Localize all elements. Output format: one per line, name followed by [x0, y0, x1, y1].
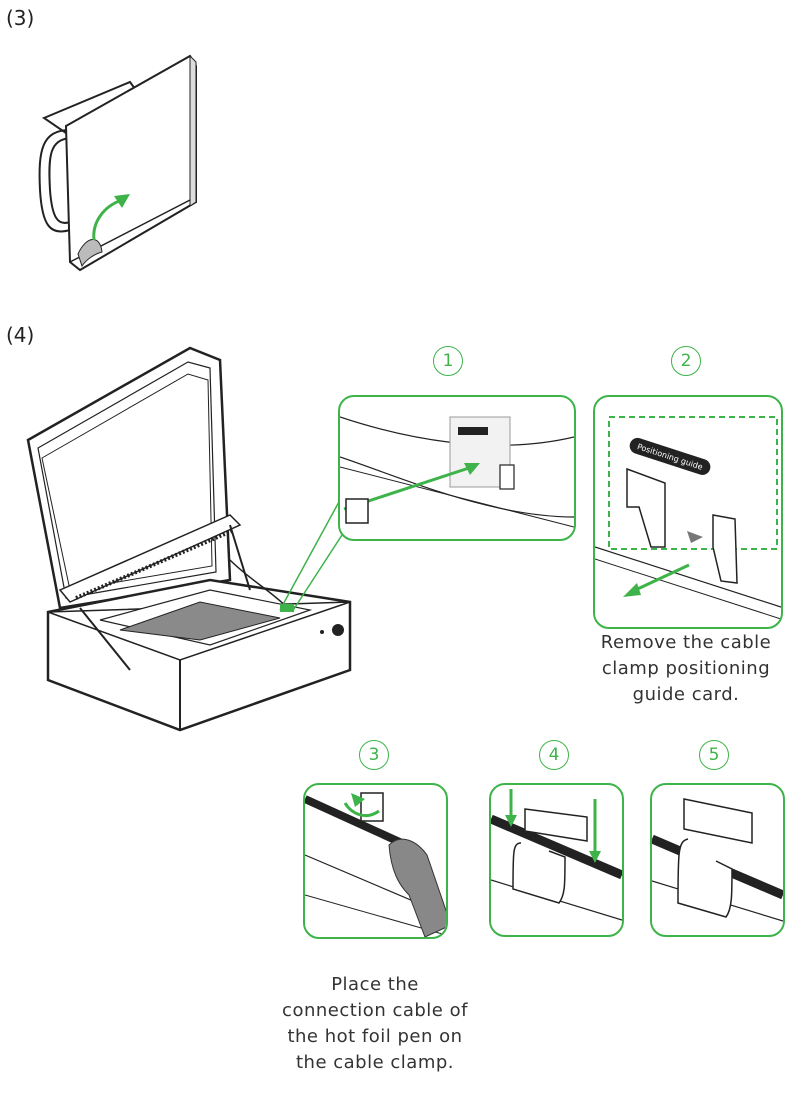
callout-lines: [279, 499, 343, 613]
hand-placing-cable-diagram: [305, 792, 446, 937]
clamp-snap-diagram: [491, 789, 622, 921]
positioning-guide-diagram: Positioning guide: [595, 416, 781, 620]
substep-3-number: 3: [359, 740, 389, 770]
folded-card-illustration: [38, 54, 197, 272]
substep-1-panel: [338, 395, 576, 541]
substep-2-panel: Positioning guide: [593, 395, 783, 629]
substep-2-caption: Remove the cable clamp positioning guide…: [600, 632, 772, 705]
step-3-label: (3): [6, 6, 35, 30]
substep-4-panel: [489, 783, 624, 937]
substep-5-number: 5: [699, 740, 729, 770]
substep-1-number: 1: [433, 346, 463, 376]
cable-clamp-diagram-1: [340, 416, 574, 528]
laser-machine-illustration: [26, 346, 352, 732]
substep-3-caption: Place the connection cable of the hot fo…: [282, 974, 468, 1073]
substep-5-panel: [650, 783, 785, 937]
substep-4-number: 4: [539, 740, 569, 770]
substep-3-panel: [303, 783, 448, 939]
clamp-secured-diagram: [652, 798, 783, 922]
substep-2-number: 2: [671, 346, 701, 376]
step-4-label: (4): [6, 323, 35, 347]
